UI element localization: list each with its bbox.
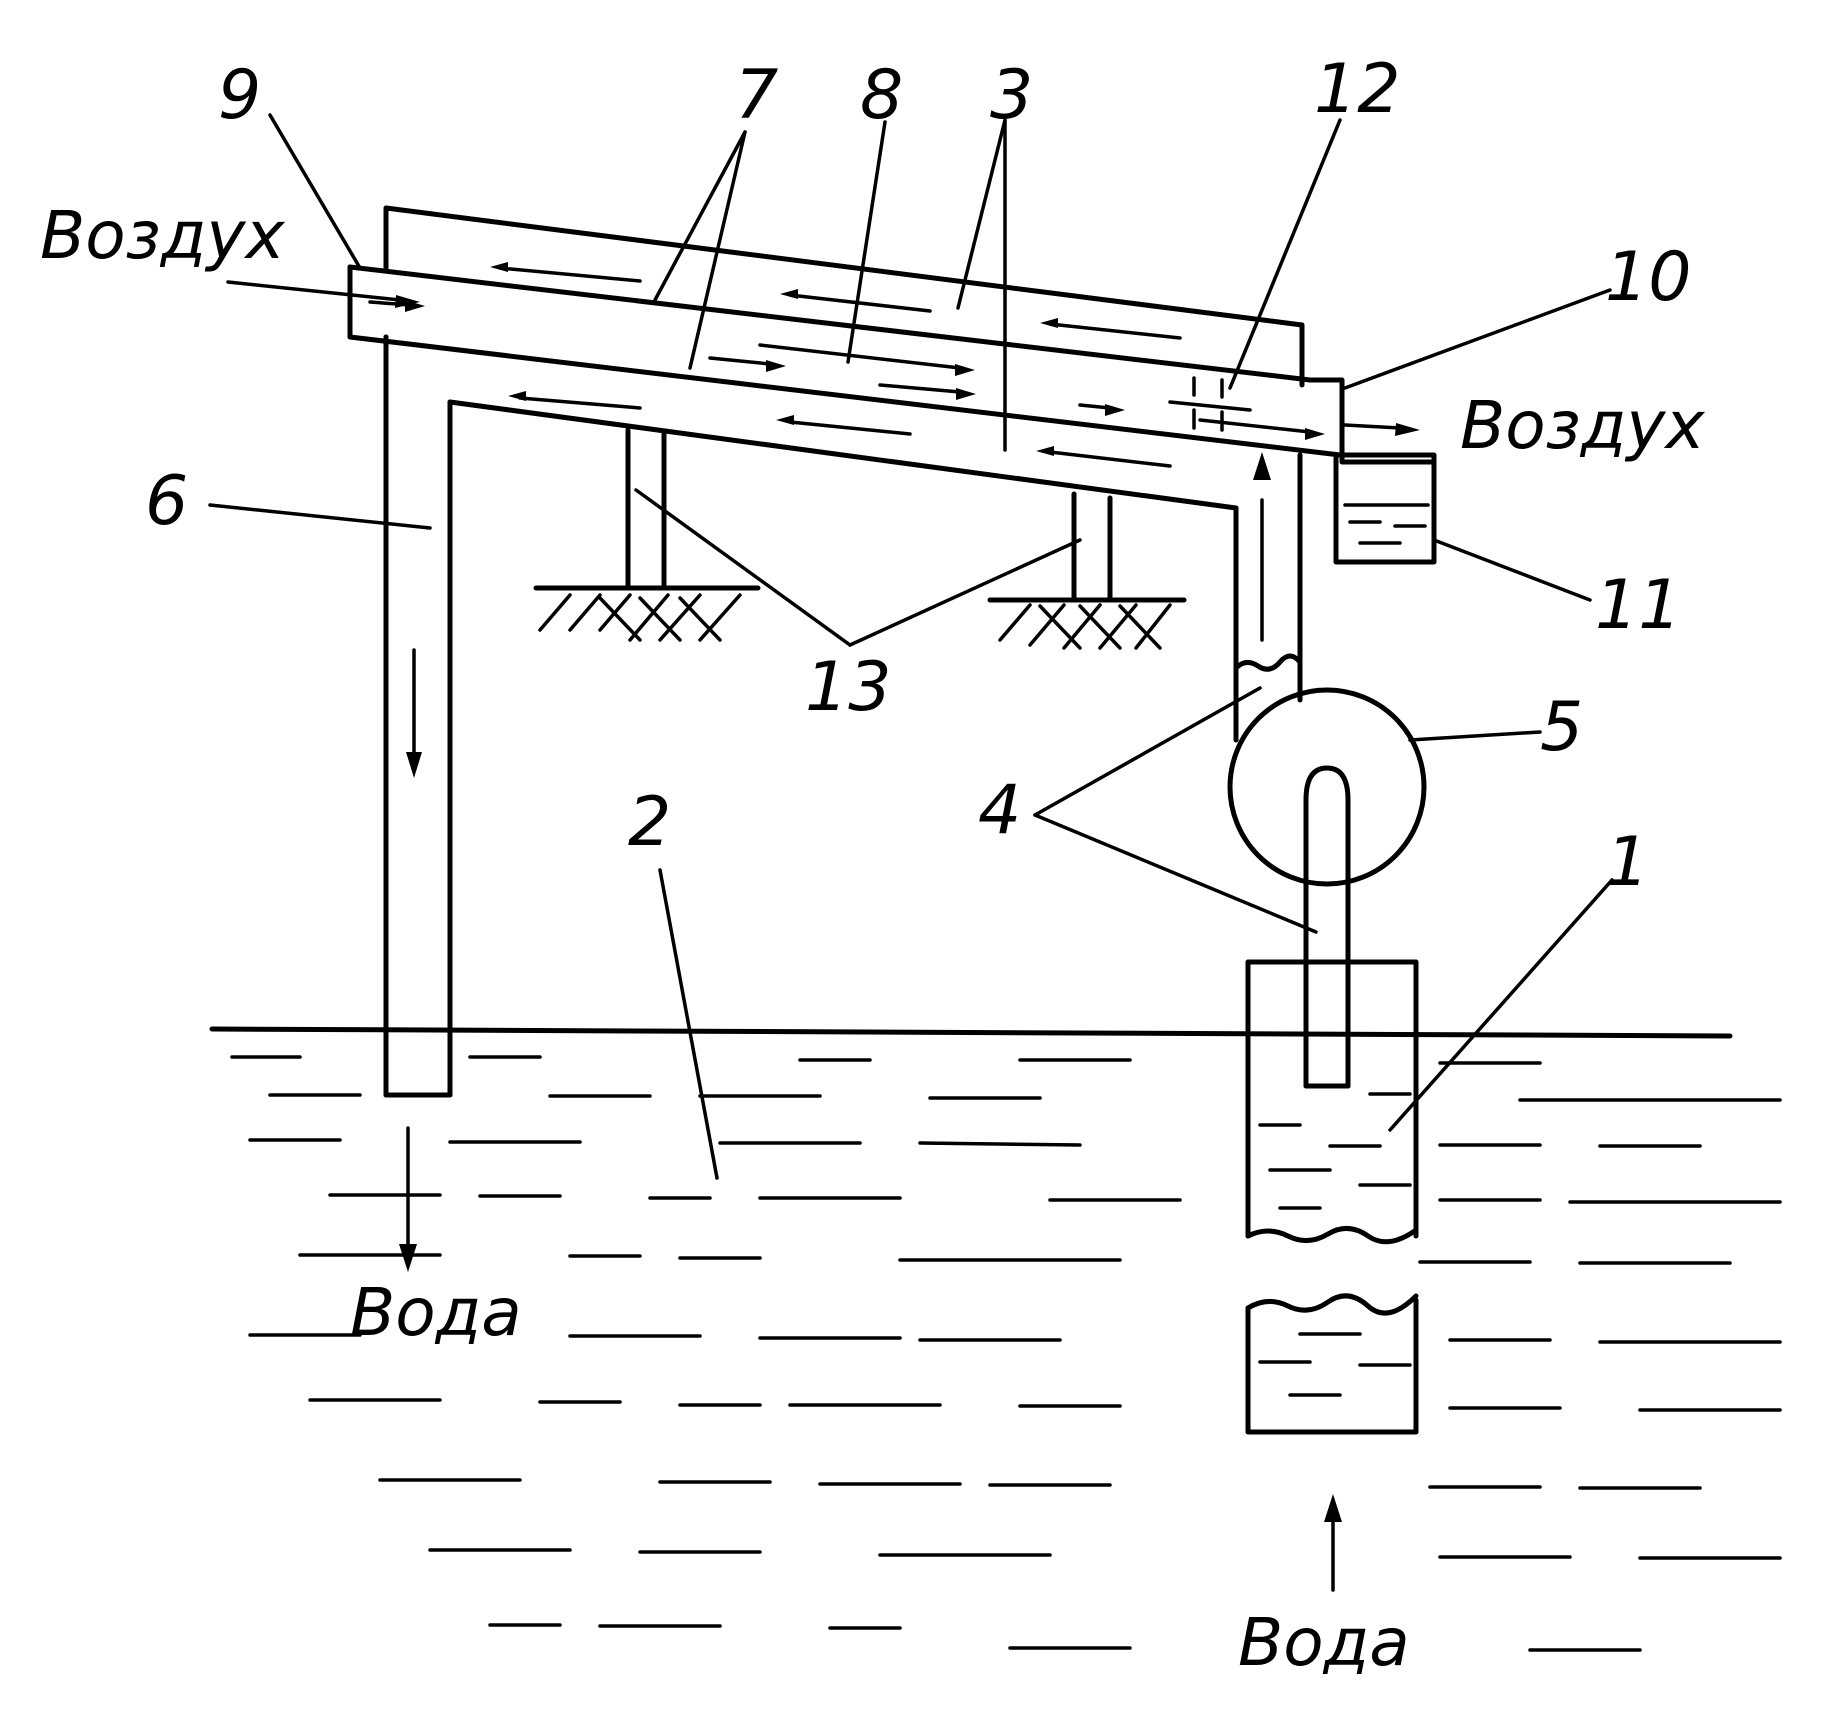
air-out-arrow xyxy=(1343,423,1402,430)
air-in-arrow xyxy=(226,280,402,302)
air-outlet-nozzle xyxy=(1307,377,1345,458)
leader-6 xyxy=(208,503,432,530)
label-2: 2 xyxy=(628,783,671,862)
label-6: 6 xyxy=(145,462,188,541)
label-11: 11 xyxy=(1595,566,1682,645)
leader-7a xyxy=(653,130,747,302)
drain-column-6 xyxy=(383,334,453,1272)
well-upper xyxy=(1245,959,1419,1239)
water-dashes xyxy=(230,1055,1782,1652)
riser-water-level xyxy=(1233,653,1303,672)
well-lower xyxy=(1245,1297,1419,1435)
water-body xyxy=(209,1026,1782,1652)
flow-arrows-inner-air xyxy=(368,300,1325,440)
leader-3a xyxy=(956,118,1007,310)
outer-jacket-bottom xyxy=(447,399,1239,511)
collector-box xyxy=(1333,452,1437,565)
leader-9 xyxy=(268,113,362,270)
label-13: 13 xyxy=(805,648,892,727)
label-5: 5 xyxy=(1540,688,1583,767)
inner-tube-top-wall xyxy=(347,264,1313,383)
leader-13a xyxy=(634,488,852,647)
pump-riser-assembly xyxy=(1227,452,1427,1592)
leader-4a xyxy=(1033,686,1262,817)
inner-tube-bottom-wall xyxy=(347,334,1343,458)
label-12: 12 xyxy=(1314,50,1401,129)
water-surface-line xyxy=(209,1026,1733,1039)
leader-5 xyxy=(1408,730,1542,742)
label-7: 7 xyxy=(735,56,778,135)
leader-12 xyxy=(1228,118,1342,390)
label-water-in: Вода xyxy=(1238,1604,1410,1681)
suction-pipe xyxy=(1303,765,1351,1089)
leader-lines xyxy=(208,113,1614,1180)
outer-jacket-top xyxy=(383,205,1305,388)
leader-4b xyxy=(1033,813,1318,934)
label-10: 10 xyxy=(1605,238,1692,317)
leader-11 xyxy=(1432,538,1592,602)
collector-11 xyxy=(1333,452,1437,565)
flow-arrows-jacket-upper xyxy=(490,262,1182,340)
label-3: 3 xyxy=(990,56,1033,135)
supports-13 xyxy=(533,427,1187,650)
label-water-out: Вода xyxy=(350,1274,522,1351)
leader-2 xyxy=(658,868,719,1180)
orifice-12 xyxy=(1192,376,1224,432)
leader-10 xyxy=(1343,288,1612,390)
label-4: 4 xyxy=(978,771,1021,850)
pump-5 xyxy=(1227,687,1427,887)
label-1: 1 xyxy=(1606,823,1649,902)
label-air-out: Воздух xyxy=(1460,387,1705,464)
label-8: 8 xyxy=(860,56,903,135)
flow-arrows-jacket-lower xyxy=(508,391,1172,468)
leader-8 xyxy=(846,120,887,364)
well-break-bottom xyxy=(1245,1293,1419,1316)
leader-1 xyxy=(1388,878,1614,1132)
label-9: 9 xyxy=(218,56,261,135)
upper-pipe-assembly xyxy=(347,205,1345,511)
leader-13b xyxy=(848,538,1082,647)
label-air-in: Воздух xyxy=(40,197,285,274)
well-break-top xyxy=(1245,1226,1419,1245)
leader-7b xyxy=(688,130,747,370)
